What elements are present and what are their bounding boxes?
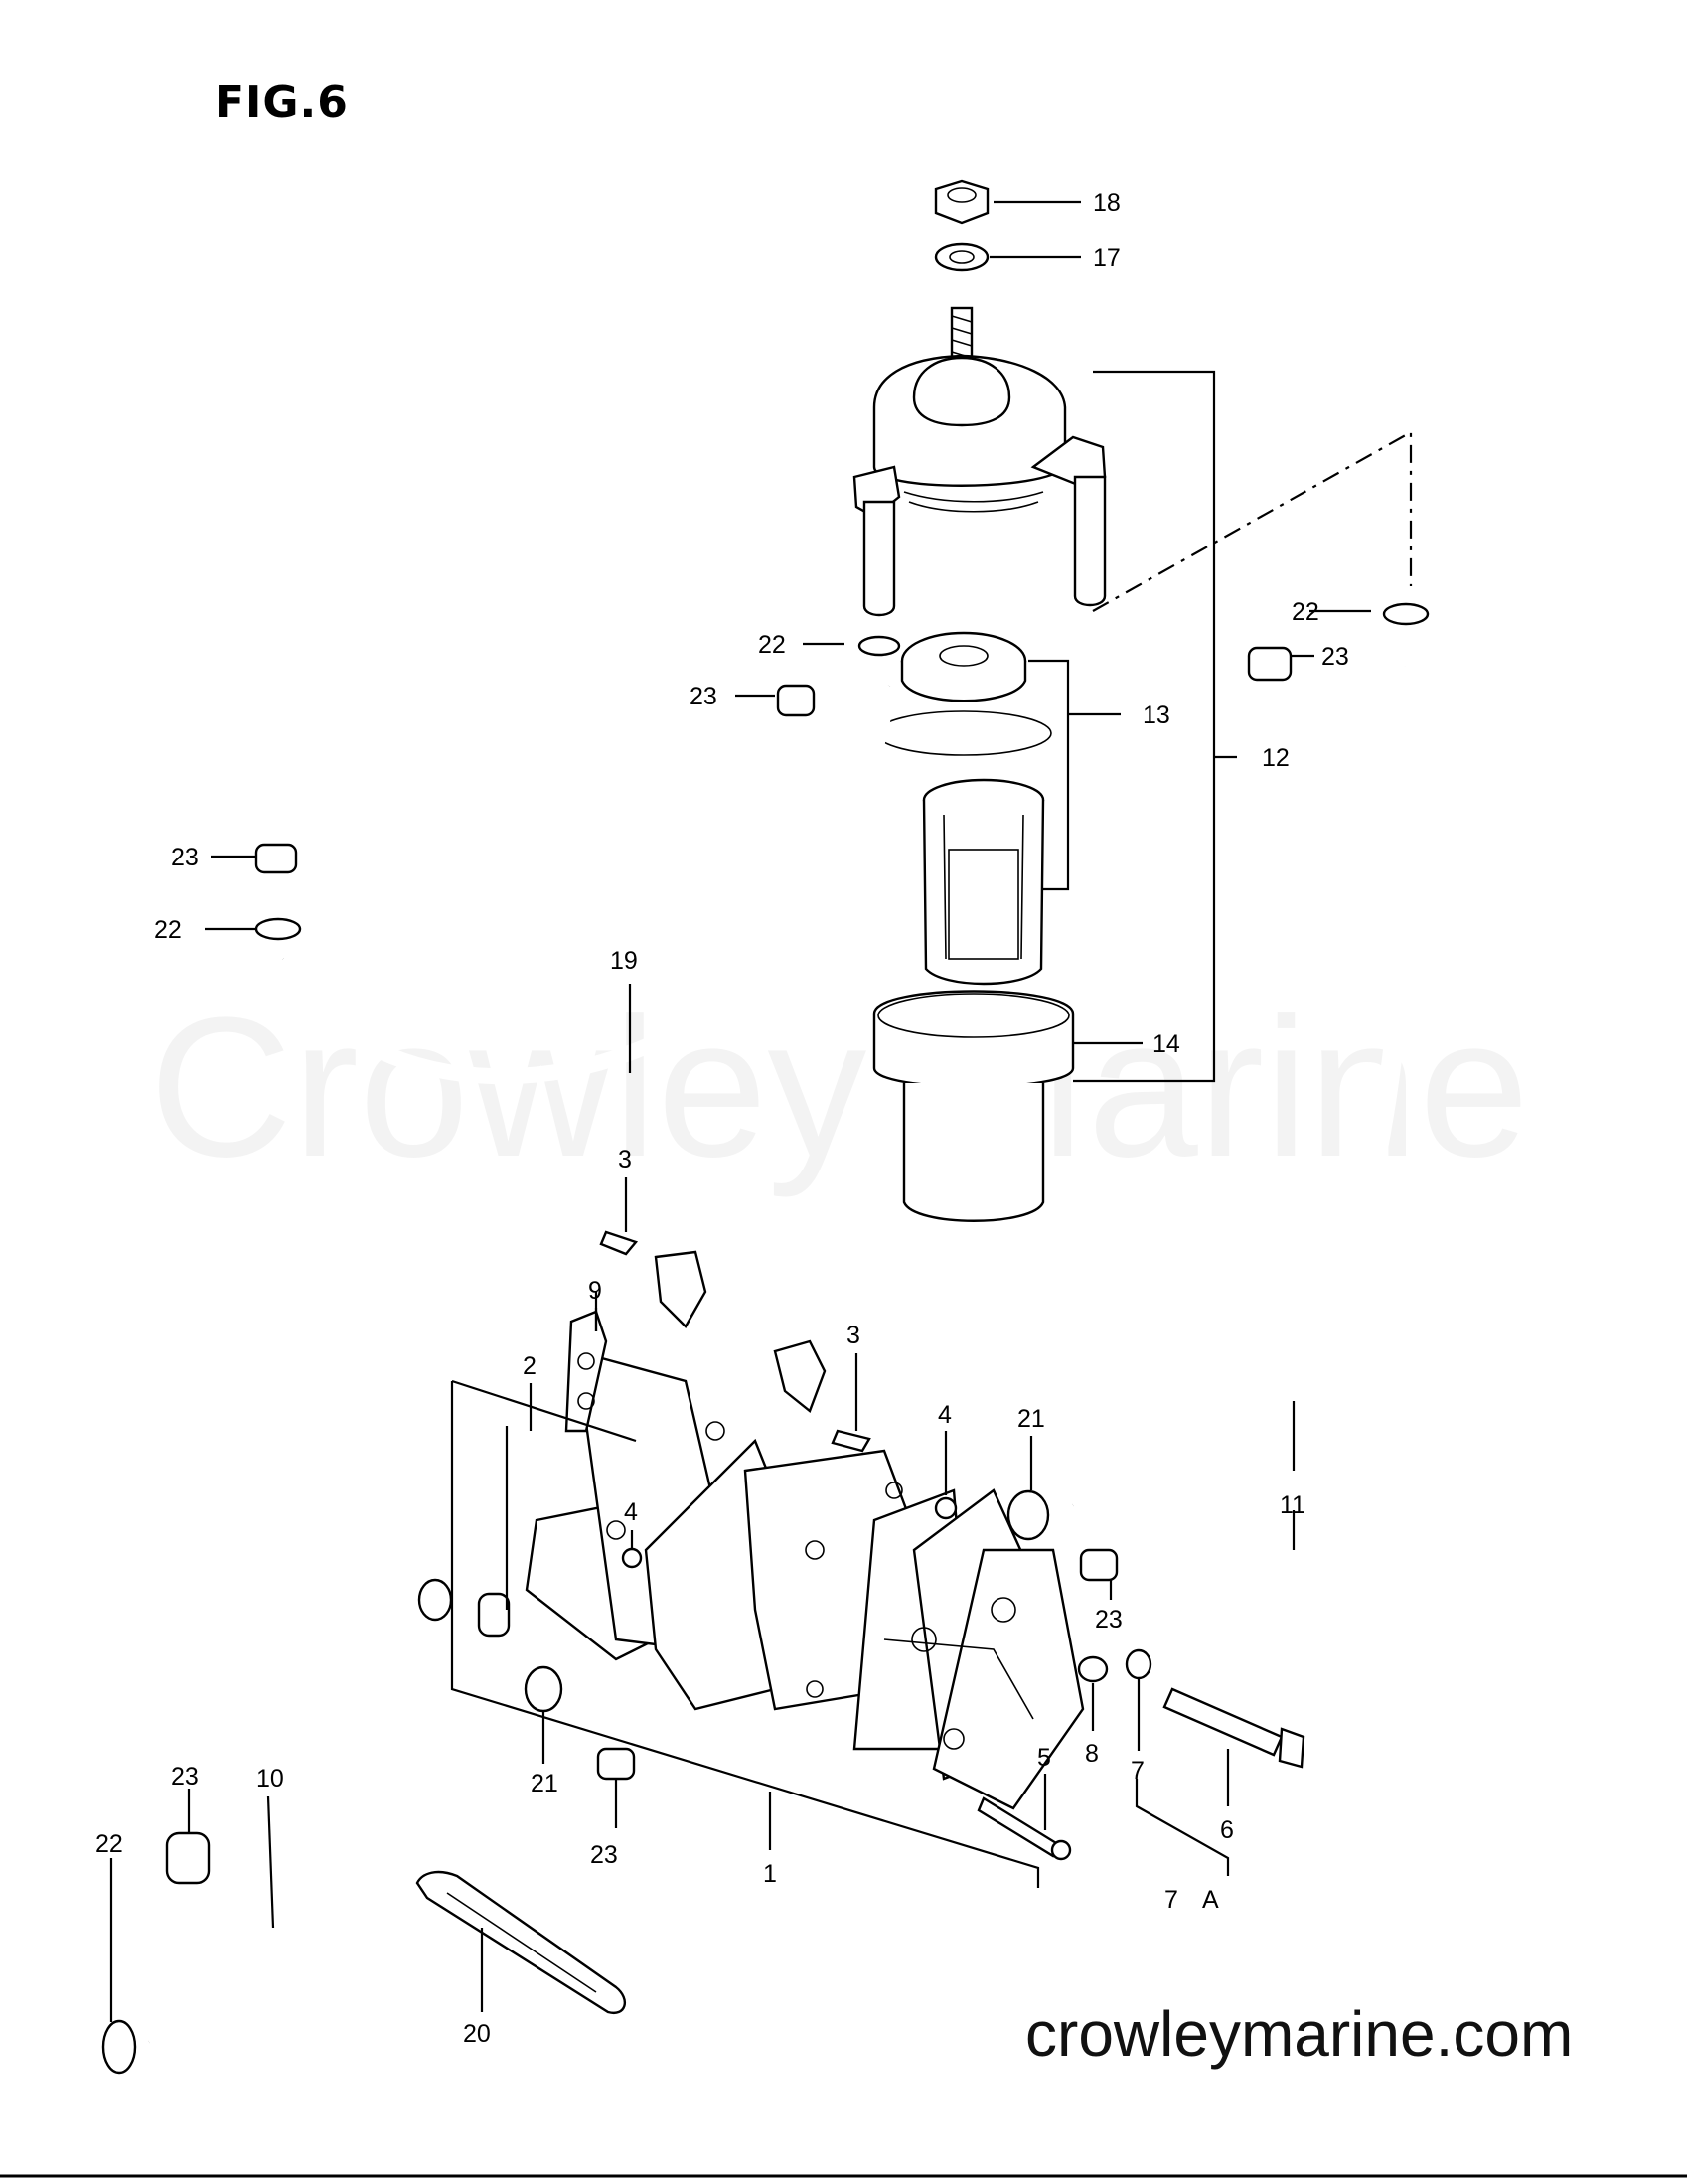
clamp-23-a xyxy=(776,684,816,717)
clip-22-top-left xyxy=(857,635,901,657)
callout-8: 8 xyxy=(1085,1740,1099,1768)
callout-3-right: 3 xyxy=(846,1322,860,1349)
callout-13: 13 xyxy=(1143,702,1170,729)
callout-1: 1 xyxy=(763,1860,777,1888)
callout-10: 10 xyxy=(256,1765,284,1793)
callout-4-left: 4 xyxy=(624,1498,638,1526)
clip-21-right xyxy=(1006,1489,1050,1541)
clip-22-bottom xyxy=(101,2019,137,2075)
callout-6: 6 xyxy=(1220,1816,1234,1844)
callout-4-right: 4 xyxy=(938,1401,952,1429)
nut-4-a xyxy=(934,1496,958,1520)
callout-19: 19 xyxy=(610,947,638,975)
site-url: crowleymarine.com xyxy=(1025,1998,1574,2070)
screw-5 xyxy=(977,1796,1072,1861)
strap-20 xyxy=(415,1870,627,2015)
callout-7-lower: 7 xyxy=(1164,1886,1178,1914)
callout-23-right: 23 xyxy=(1095,1606,1123,1634)
bracket-1 xyxy=(450,1379,1040,1888)
callout-14: 14 xyxy=(1152,1030,1180,1058)
callout-3-left: 3 xyxy=(618,1146,632,1173)
callout-21-left: 21 xyxy=(531,1770,558,1797)
callout-18: 18 xyxy=(1093,189,1121,217)
hose-19 xyxy=(282,685,891,1078)
dash-line-12 xyxy=(1092,430,1413,612)
callout-17: 17 xyxy=(1093,244,1121,272)
gasket-13 xyxy=(875,631,1052,756)
filter-element xyxy=(922,778,1045,986)
clamp-23-e xyxy=(596,1747,636,1781)
callout-23-left: 23 xyxy=(171,844,199,871)
washer-17 xyxy=(934,242,990,272)
callout-23-bottom-center: 23 xyxy=(590,1841,618,1869)
callout-23-top-right: 23 xyxy=(1321,643,1349,671)
callout-22-top-right: 22 xyxy=(1292,598,1319,626)
clip-22-top-right xyxy=(1382,602,1430,626)
callout-22-left: 22 xyxy=(154,916,182,944)
hose-11 xyxy=(1072,665,1409,1507)
bracket-12 xyxy=(1073,370,1216,1083)
figure-title: FIG.6 xyxy=(215,78,349,128)
callout-23-top-left: 23 xyxy=(690,683,717,710)
bracket-13 xyxy=(1028,659,1070,891)
callout-labels: 18 17 22 22 22 22 23 23 23 23 23 23 13 1… xyxy=(95,189,1349,2048)
callout-22-top-left: 22 xyxy=(758,631,786,659)
callout-12: 12 xyxy=(1262,744,1290,772)
callout-22-bottom: 22 xyxy=(95,1830,123,1858)
callout-7-upper: 7 xyxy=(1131,1757,1145,1785)
clamp-23-d xyxy=(1079,1548,1119,1582)
filter-head-12 xyxy=(852,306,1107,617)
washer-8 xyxy=(1077,1655,1109,1683)
nut-4-b xyxy=(621,1547,643,1569)
filter-cup-14 xyxy=(872,990,1075,1222)
callout-23-bottom-left: 23 xyxy=(171,1763,199,1791)
callout-20: 20 xyxy=(463,2020,491,2048)
bracket-7A xyxy=(1135,1779,1230,1876)
hose-19-inner xyxy=(275,684,897,1085)
clip-22-left xyxy=(254,917,302,941)
watermark: Crowley Marine xyxy=(149,974,1529,1202)
screw-3-b xyxy=(831,1429,871,1453)
washer-7 xyxy=(1125,1648,1152,1680)
callout-9: 9 xyxy=(588,1277,602,1305)
callout-5: 5 xyxy=(1037,1744,1051,1772)
fuel-pump-assembly xyxy=(417,1250,1085,1810)
clip-21-left xyxy=(524,1665,563,1713)
clamp-23-c xyxy=(254,843,298,874)
hose-11-inner xyxy=(1070,665,1418,1515)
callout-11: 11 xyxy=(1280,1491,1305,1519)
clamp-23-b xyxy=(1247,646,1293,682)
screw-3-a xyxy=(599,1230,639,1256)
clamp-23-f xyxy=(165,1831,211,1885)
callout-21-right: 21 xyxy=(1017,1405,1045,1433)
callout-A: A xyxy=(1202,1886,1219,1914)
bolt-6 xyxy=(1162,1687,1305,1769)
nut-18 xyxy=(934,179,990,225)
hose-10-inner xyxy=(146,1679,531,2052)
leader-lines xyxy=(109,200,1371,2022)
callout-2: 2 xyxy=(523,1352,537,1380)
